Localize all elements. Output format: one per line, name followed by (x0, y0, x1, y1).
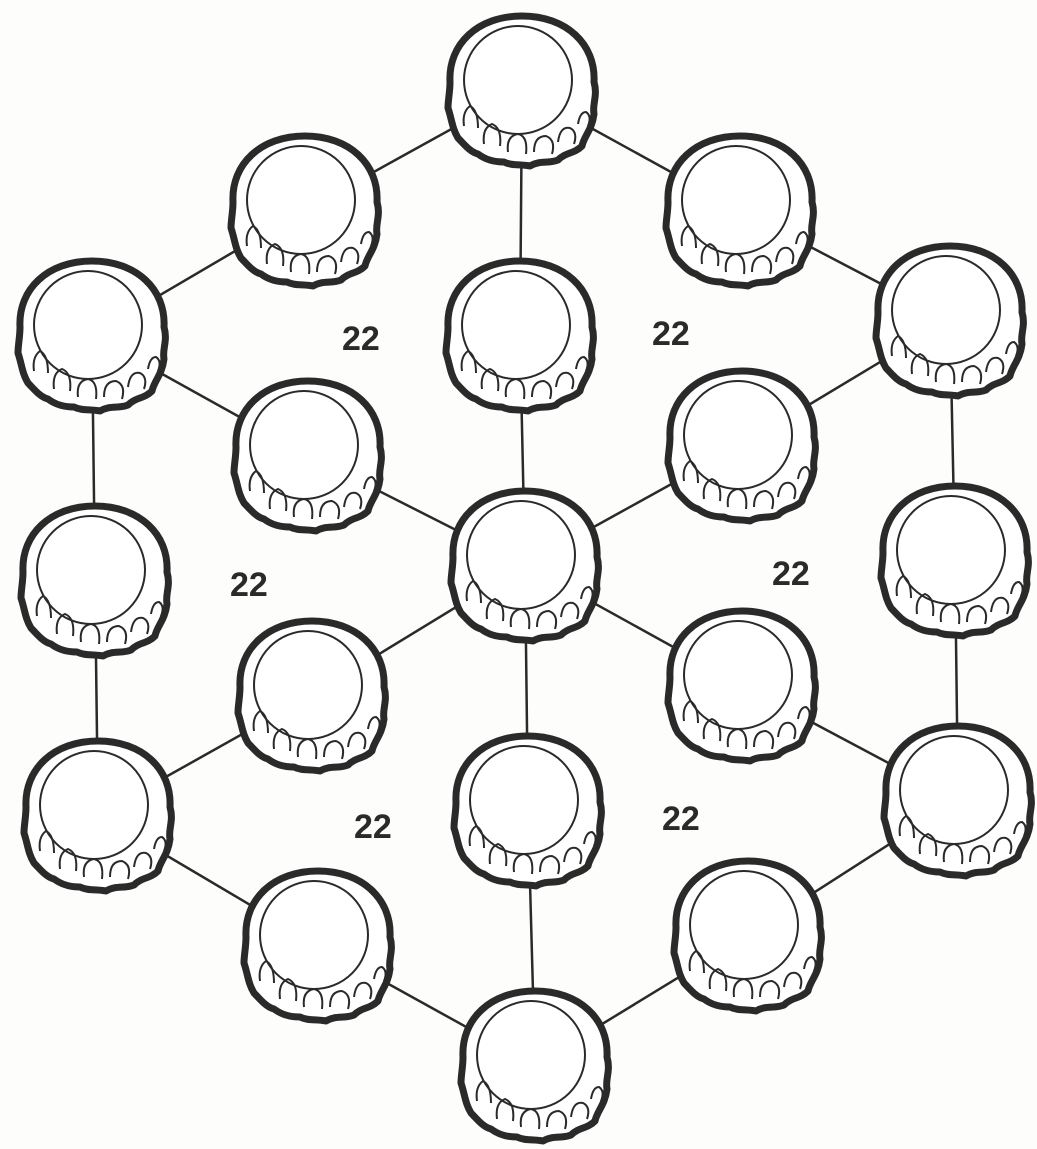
sum-label-upper-right: 22 (652, 315, 690, 353)
bottle-cap-node-upper-left-inner[interactable] (234, 381, 381, 531)
sum-label-left: 22 (230, 566, 268, 604)
bottle-cap-node-left-top-outer[interactable] (18, 261, 165, 411)
bottle-cap-node-lower-inner[interactable] (454, 736, 601, 886)
bottle-cap-node-upper-inner[interactable] (446, 261, 593, 411)
bottle-cap-nodes (18, 16, 1031, 1141)
bottle-cap-node-top[interactable] (448, 16, 595, 166)
bottle-cap-node-upper-right-outer[interactable] (666, 136, 813, 286)
bottle-cap-node-lower-left-outer[interactable] (244, 871, 391, 1021)
sum-label-lower-left: 22 (354, 808, 392, 846)
bottle-cap-node-lower-right-inner[interactable] (668, 611, 815, 761)
sum-label-lower-right: 22 (662, 800, 700, 838)
bottle-cap-node-bottom[interactable] (461, 991, 608, 1141)
bottle-cap-node-upper-left-outer[interactable] (231, 136, 378, 286)
bottle-cap-node-right-mid-outer[interactable] (881, 486, 1028, 636)
bottle-cap-node-left-bottom-outer[interactable] (24, 741, 171, 891)
bottle-cap-node-center[interactable] (451, 491, 598, 641)
bottle-cap-node-lower-left-inner[interactable] (238, 621, 385, 771)
bottle-cap-node-upper-right-inner[interactable] (668, 371, 815, 521)
bottle-cap-node-right-top-outer[interactable] (876, 246, 1023, 396)
sum-label-right: 22 (772, 555, 810, 593)
sum-label-upper-left: 22 (342, 320, 380, 358)
bottle-cap-node-right-bottom-outer[interactable] (884, 726, 1031, 876)
bottle-cap-node-lower-right-outer[interactable] (674, 861, 821, 1011)
bottle-cap-node-left-mid-outer[interactable] (21, 506, 168, 656)
